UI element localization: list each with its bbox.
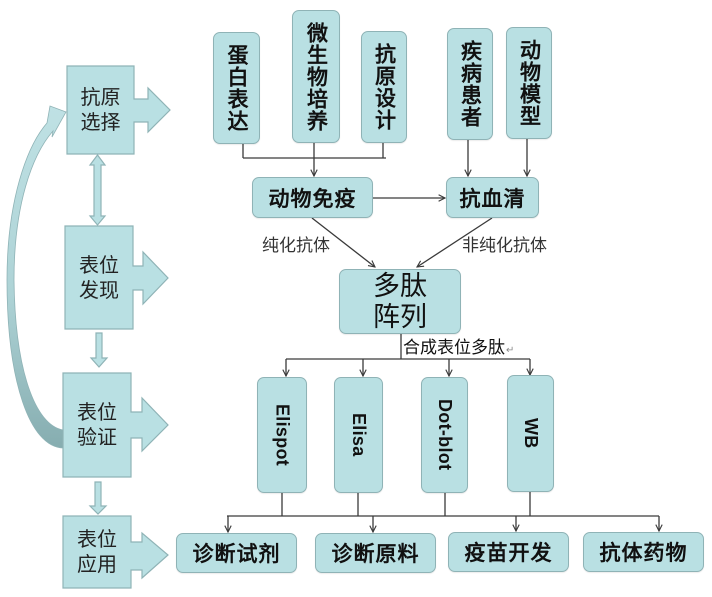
node-diagnostic-materials: 诊断原料 [315, 533, 436, 573]
node-method-elisa: Elisa [334, 377, 383, 493]
stage-label-line1: 表位 [77, 400, 117, 424]
return-mark-icon: ↵ [506, 345, 515, 356]
node-antibody-drugs: 抗体药物 [583, 532, 704, 572]
node-protein-expression: 蛋白表达 [213, 32, 260, 144]
node-label: WB [521, 418, 541, 449]
node-label: 抗体药物 [599, 541, 688, 565]
node-animal-immunization: 动物免疫 [252, 177, 373, 218]
node-label: 抗原设计 [372, 43, 397, 131]
arrow-unpurified-antibody [417, 217, 493, 267]
node-microbial-culture: 微生物培养 [292, 10, 340, 143]
stage-label-line2: 选择 [80, 110, 121, 134]
stage-epitope-discovery: 表位 发现 [65, 226, 133, 329]
stage-label-line2: 发现 [79, 277, 119, 302]
node-label: 微生物培养 [304, 21, 329, 132]
stage-epitope-application: 表位 应用 [63, 516, 131, 588]
node-method-dot-blot: Dot-blot [421, 377, 468, 493]
node-label: 动物免疫 [268, 186, 357, 211]
stage-label-line2: 应用 [77, 552, 117, 576]
node-vaccine-development: 疫苗开发 [448, 532, 569, 572]
node-disease-patients: 疾病患者 [447, 28, 493, 140]
arrow-purified-antibody [311, 217, 375, 267]
node-label: 蛋白表达 [225, 44, 249, 132]
node-method-elispot: Elispot [257, 377, 307, 493]
double-arrow-selection-discovery [88, 154, 107, 226]
node-label: 疾病患者 [458, 40, 483, 128]
label-purified-antibody: 纯化抗体 [262, 236, 330, 256]
stage-epitope-validation: 表位 验证 [63, 373, 131, 477]
node-label: 疫苗开发 [464, 541, 553, 565]
stage-epitope-application-shape [62, 515, 169, 589]
node-diagnostic-reagents: 诊断试剂 [176, 533, 297, 573]
node-animal-model: 动物模型 [506, 27, 552, 139]
node-label: 抗血清 [459, 186, 526, 211]
arrow-discovery-to-validation [89, 332, 109, 368]
stage-label-line2: 验证 [77, 425, 117, 449]
arrow-validation-to-application [88, 481, 108, 515]
label-unpurified-antibody: 非纯化抗体 [462, 236, 547, 256]
node-label: 诊断试剂 [192, 542, 281, 566]
node-label-line2: 阵列 [373, 301, 427, 333]
stage-label-line1: 抗原 [80, 85, 121, 109]
node-peptide-array: 多肽 阵列 [339, 269, 461, 334]
node-antiserum: 抗血清 [446, 177, 539, 218]
stage-epitope-discovery-shape [64, 225, 169, 330]
node-method-wb: WB [507, 375, 554, 492]
node-antigen-design: 抗原设计 [361, 31, 407, 143]
node-label: Dot-blot [435, 399, 455, 471]
node-label: 诊断原料 [331, 542, 420, 566]
node-label: Elisa [349, 413, 369, 457]
label-synthesize-epitope-peptides: 合成表位多肽↵ [403, 338, 514, 361]
stage-label-line1: 表位 [79, 252, 119, 277]
stage-epitope-validation-shape [62, 372, 169, 478]
node-label: 动物模型 [517, 39, 542, 127]
stage-antigen-selection-shape [66, 65, 171, 155]
stage-antigen-selection: 抗原 选择 [67, 66, 134, 154]
feedback-curved-arrow [6, 105, 67, 449]
node-label: Elispot [272, 403, 293, 467]
label-text: 合成表位多肽 [403, 338, 505, 358]
stage-label-line1: 表位 [77, 527, 117, 551]
node-label-line1: 多肽 [373, 270, 427, 302]
